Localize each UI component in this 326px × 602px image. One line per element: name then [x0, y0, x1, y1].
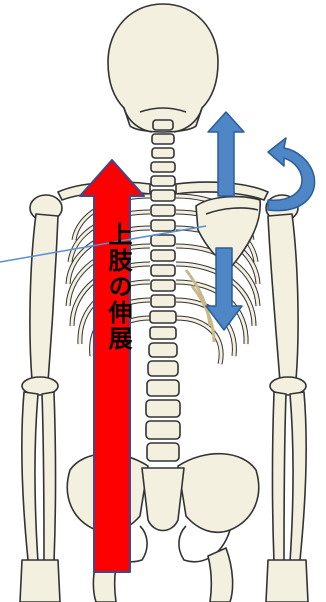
skeleton-back-view: [20, 4, 308, 602]
hands: [20, 560, 308, 602]
blue-rotation-arrow: [268, 138, 315, 211]
skull: [108, 4, 218, 132]
vertebral-column: [146, 120, 180, 461]
vertical-label: 上肢の伸展: [104, 222, 132, 352]
